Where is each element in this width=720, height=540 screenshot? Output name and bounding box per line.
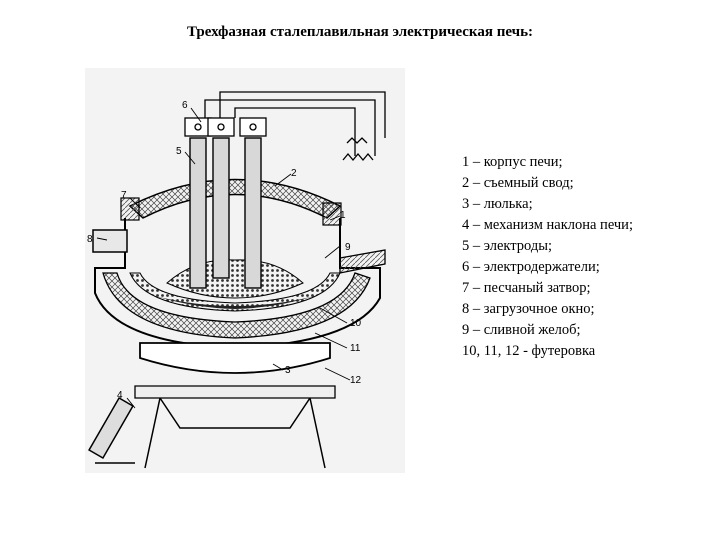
callout-12: 12 <box>350 375 362 386</box>
support-frame <box>144 397 326 469</box>
callout-3: 3 <box>285 365 291 376</box>
legend-item: 7 – песчаный затвор; <box>462 280 591 296</box>
callout-8: 8 <box>87 234 93 245</box>
furnace-diagram: 6 5 2 1 7 8 9 10 11 12 3 4 <box>85 68 405 473</box>
tilt-mechanism <box>88 396 135 464</box>
callout-1: 1 <box>340 210 346 221</box>
legend-item: 10, 11, 12 - футеровка <box>462 343 596 359</box>
diagram-title: Трехфазная сталеплавильная электрическая… <box>186 24 534 40</box>
callout-4: 4 <box>117 390 123 401</box>
callout-10: 10 <box>350 318 362 329</box>
power-wiring <box>204 91 386 162</box>
legend: 1 – корпус печи; 2 – съемный свод; 3 – л… <box>462 152 633 362</box>
legend-item: 9 – сливной желоб; <box>462 322 581 338</box>
sand-seal-left <box>120 197 140 221</box>
legend-item: 8 – загрузочное окно; <box>462 301 595 317</box>
callout-2: 2 <box>291 168 297 179</box>
cradle-base <box>134 385 336 399</box>
electrodes <box>189 137 262 289</box>
callout-7: 7 <box>121 190 127 201</box>
molten-metal <box>155 296 315 309</box>
charging-window <box>92 229 128 253</box>
legend-item: 5 – электроды; <box>462 238 552 254</box>
legend-item: 3 – люлька; <box>462 196 533 212</box>
callout-5: 5 <box>176 146 182 157</box>
legend-item: 4 – механизм наклона печи; <box>462 217 633 233</box>
sand-seal-right <box>322 202 342 226</box>
legend-item: 2 – съемный свод; <box>462 175 574 191</box>
cradle <box>139 342 331 374</box>
legend-item: 6 – электродержатели; <box>462 259 600 275</box>
lining-outer <box>102 272 371 339</box>
callout-lines <box>96 107 351 409</box>
electrode-holders <box>184 117 267 137</box>
callout-9: 9 <box>345 242 351 253</box>
callout-11: 11 <box>350 343 361 354</box>
lining-inner <box>129 272 341 312</box>
legend-item: 1 – корпус печи; <box>462 154 563 170</box>
tapping-spout <box>339 249 386 274</box>
callout-6: 6 <box>182 100 188 111</box>
